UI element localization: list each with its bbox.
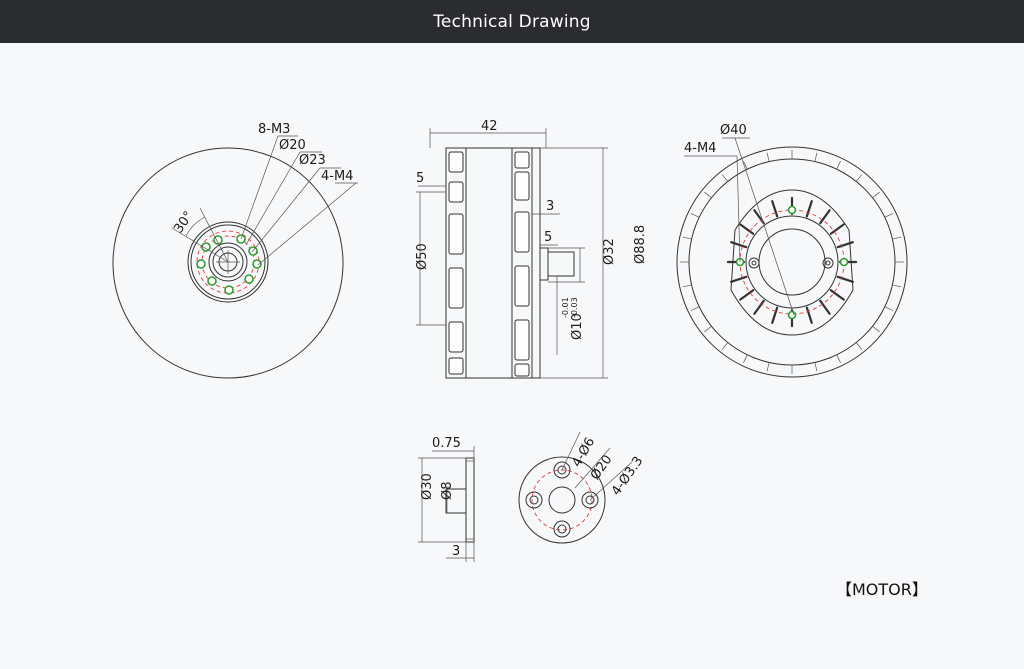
front-bolt-pattern: 8-M3: [258, 122, 290, 137]
adapter-dia30: Ø30: [420, 473, 435, 500]
adapter-front-view: 4-Ø6 Ø20 4-Ø3.3: [518, 431, 646, 544]
rim-notch: [766, 152, 770, 162]
rim-notch: [721, 174, 729, 182]
rim-notch: [836, 354, 841, 364]
rim-notch: [704, 325, 712, 333]
side-view: 42 5 Ø50 3 5 Ø32 Ø88.8 Ø10 -0.01 -0.03: [415, 119, 648, 379]
rear-rib: [819, 299, 831, 315]
motor-label: 【MOTOR】: [836, 580, 928, 599]
rim-notch: [855, 342, 863, 350]
rear-rib: [836, 275, 854, 283]
rear-m4: 4-M4: [684, 141, 716, 156]
adapter-d20: Ø20: [588, 452, 616, 483]
front-d23: Ø23: [299, 153, 326, 168]
rear-rib: [805, 200, 813, 218]
rim-notch: [814, 362, 818, 372]
rear-dia40: Ø40: [720, 123, 747, 138]
adapter-side-view: 0.75 Ø30 Ø8 3: [418, 436, 475, 562]
rear-rib: [771, 200, 779, 218]
rear-rib: [829, 289, 845, 301]
rear-view: Ø40 4-M4: [676, 123, 908, 378]
rim-notch: [884, 306, 894, 311]
front-angle: 30°: [171, 209, 197, 236]
side-shaft-dia: Ø10: [570, 313, 585, 340]
side-shaft-step: 3: [546, 199, 554, 214]
rim-notch: [836, 160, 841, 170]
rear-rib: [753, 209, 765, 225]
rear-rib: [739, 223, 755, 235]
rim-notch: [690, 306, 700, 311]
rim-notch: [892, 284, 902, 288]
rear-rib: [771, 306, 779, 324]
side-tol-lower: -0.03: [570, 297, 579, 318]
rim-notch: [872, 325, 880, 333]
side-shaft-len: 5: [544, 230, 552, 245]
rim-notch: [690, 213, 700, 218]
front-view: 30° 8-M3 Ø20 Ø23 4-M4: [112, 122, 358, 379]
technical-drawing: 30° 8-M3 Ø20 Ø23 4-M4: [112, 119, 908, 562]
adapter-dia8: Ø8: [440, 481, 455, 500]
rear-rib: [819, 209, 831, 225]
rear-rib: [730, 275, 748, 283]
front-m4: 4-M4: [321, 169, 353, 184]
rear-rib: [730, 241, 748, 249]
rear-rib: [753, 299, 765, 315]
rear-rib: [829, 223, 845, 235]
adapter-height: 3: [452, 544, 460, 559]
rim-notch: [814, 152, 818, 162]
side-dia50: Ø50: [415, 243, 430, 270]
front-d20: Ø20: [279, 138, 306, 153]
rim-notch: [743, 160, 748, 170]
rear-rib: [805, 306, 813, 324]
rim-notch: [682, 236, 692, 240]
rim-notch: [743, 354, 748, 364]
page-header: Technical Drawing: [0, 0, 1024, 43]
adapter-thickness: 0.75: [432, 436, 461, 451]
rim-notch: [884, 213, 894, 218]
rim-notch: [704, 191, 712, 199]
side-flange: 5: [416, 171, 424, 186]
rim-notch: [766, 362, 770, 372]
rim-notch: [855, 174, 863, 182]
rear-rib: [739, 289, 755, 301]
rim-notch: [892, 236, 902, 240]
rear-rib: [836, 241, 854, 249]
side-tol-upper: -0.01: [561, 297, 570, 318]
side-dia32: Ø32: [602, 238, 617, 265]
side-width: 42: [481, 119, 498, 134]
rim-notch: [682, 284, 692, 288]
side-dia88: Ø88.8: [633, 225, 648, 264]
rim-notch: [872, 191, 880, 199]
header-title: Technical Drawing: [433, 11, 591, 32]
rim-notch: [721, 342, 729, 350]
